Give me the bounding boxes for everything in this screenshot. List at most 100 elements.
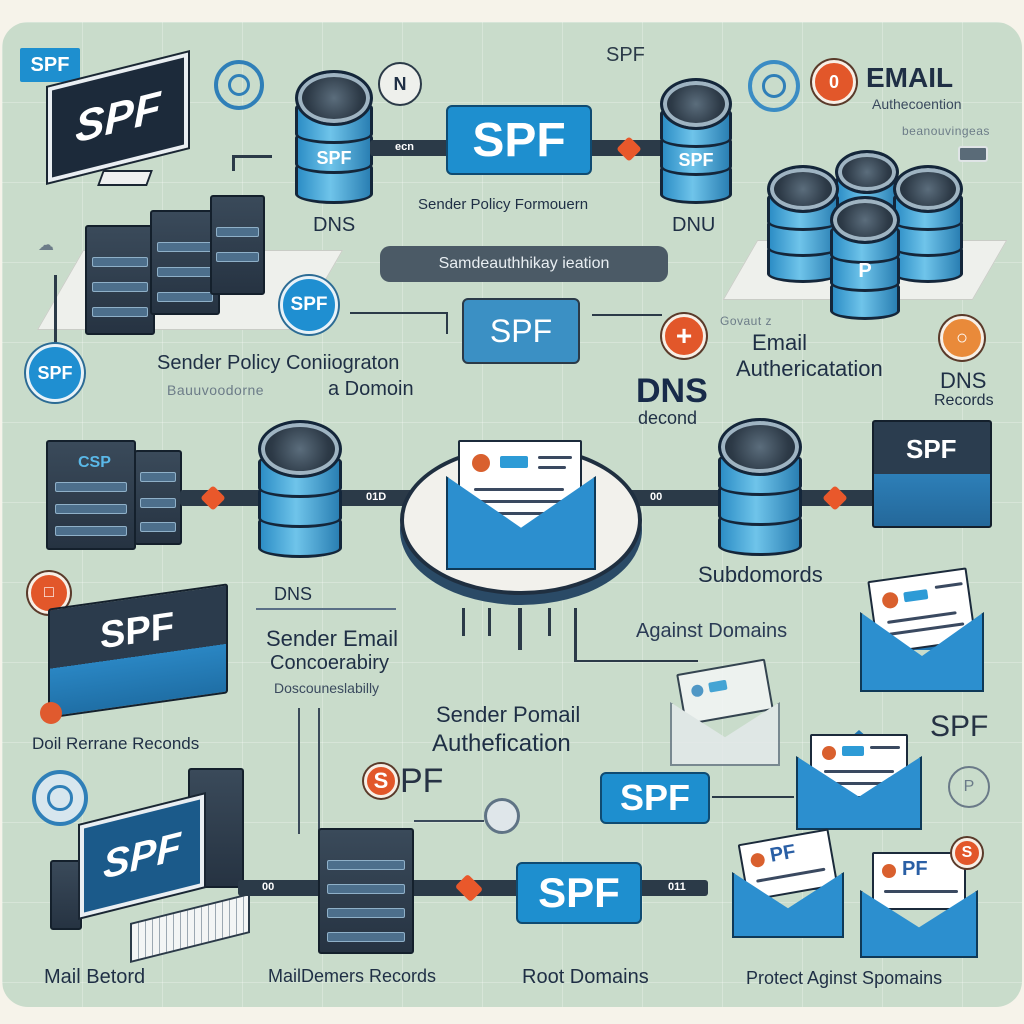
spf-box-right: SPF (872, 420, 992, 528)
cloud-icon: ☁ (38, 237, 55, 254)
sender-pomail-line-1: Sender Pomail (436, 702, 581, 727)
spf-small-label: SPF (606, 44, 645, 66)
spf-badge-mid[interactable]: SPF (600, 772, 710, 824)
arrow-label-right: 00 (650, 491, 663, 503)
server-rack (150, 210, 220, 315)
dns-big-label: DNS (636, 372, 708, 410)
dns-database-mid (258, 420, 342, 560)
email-envelope-right-top (860, 560, 984, 692)
p-icon: P (948, 766, 990, 808)
gear-icon: ○ (940, 316, 984, 360)
sender-email-line-2: Concoerabiry (270, 652, 389, 674)
server-block-left: CSP (46, 440, 136, 550)
config-line-2: a Domoin (328, 378, 414, 400)
dns-label-right: DNU (672, 214, 716, 236)
spf-box-right-label: SPF (906, 434, 957, 464)
connector-line (592, 314, 662, 316)
dns-records-1: DNS (940, 368, 987, 393)
sender-email-line-1: Sender Email (266, 626, 399, 651)
env-spf-text-1: PF (768, 840, 798, 867)
mail-betord-label: Mail Betord (44, 966, 146, 988)
email-envelope-faded (670, 658, 780, 766)
connector-vertical (318, 708, 320, 834)
dns-database-right: SPF (660, 78, 732, 208)
email-auth-faint: Govaut z (720, 314, 773, 328)
connector-tick (488, 608, 491, 636)
email-title: EMAIL (866, 62, 954, 93)
connector-line (54, 275, 57, 345)
connector-tick (518, 608, 522, 650)
dail-records-label: Doil Rerrane Reconds (32, 734, 200, 753)
db-cluster-left (767, 165, 839, 285)
plus-icon[interactable]: + (662, 314, 706, 358)
dns-database-subdomain (718, 418, 802, 558)
card-icon (958, 146, 988, 162)
email-subtitle: Authecoention (872, 96, 962, 112)
connector-tick (548, 608, 551, 636)
server-glow-label: CSP (78, 454, 111, 471)
spf-main-badge[interactable]: SPF (446, 105, 592, 175)
lock-icon (484, 798, 520, 834)
email-auth-line-2: Authericatation (736, 356, 883, 381)
s-orange-icon: S (364, 764, 398, 798)
sender-pomail-line-2: Authefication (432, 730, 571, 757)
against-domains-label: Against Domains (636, 620, 788, 642)
arrow-label: ecn (395, 141, 414, 153)
monitor-stand (97, 170, 153, 186)
target-icon-bottom (32, 770, 88, 826)
config-line-2-faint: Bauuvoodorne (167, 382, 265, 398)
email-auth-line-1: Email (752, 330, 808, 355)
db-cluster-front: P (830, 196, 900, 322)
spf-card[interactable]: SPF (462, 298, 580, 364)
dns-label-left: DNS (313, 214, 356, 236)
server-rack (210, 195, 265, 295)
connector-line (414, 820, 484, 822)
spf-box-left-label: SPF (100, 604, 174, 658)
root-domains-label: Root Domains (522, 966, 649, 988)
computer-tower-side (50, 860, 82, 930)
spf-circle-left[interactable]: SPF (26, 344, 84, 402)
mail-servers-label: MailDemers Records (268, 966, 437, 986)
dns-records-2: Records (934, 392, 994, 409)
connector-line (446, 312, 448, 334)
connector-vertical (298, 708, 300, 834)
spf-orange-suffix: PF (400, 762, 444, 800)
env-spf-text-2: PF (902, 858, 928, 880)
dns-database-left: SPF (295, 70, 373, 210)
arrow-label-mid: 01D (366, 491, 387, 503)
email-caption: beanouvingeas (902, 124, 990, 138)
email-envelope-bottom-2: PF (860, 846, 978, 958)
auth-pill[interactable]: Samdeauthhikay ieation (380, 246, 668, 282)
connector-line (232, 155, 235, 171)
connector-tick (574, 608, 577, 660)
n-icon: N (378, 62, 422, 106)
connector-line (232, 155, 272, 158)
s-badge-icon: S (952, 838, 982, 868)
spf-subtitle: Sender Policy Formouern (418, 196, 589, 213)
connector-tick (462, 608, 465, 636)
shield-icon (748, 60, 800, 112)
mail-server-stack (318, 828, 414, 954)
alert-icon-small (40, 702, 62, 724)
subdomain-label: Subdomords (698, 562, 823, 587)
server-rack (85, 225, 155, 335)
dns-sub-label: decond (638, 408, 698, 428)
connector-line (350, 312, 448, 314)
spf-right-label: SPF (930, 710, 989, 743)
email-envelope-center (446, 400, 596, 570)
spf-corner-badge: SPF (20, 48, 80, 82)
spf-root-badge[interactable]: SPF (516, 862, 642, 924)
alert-icon: 0 (812, 60, 856, 104)
sender-email-line-3: Doscouneslabilly (274, 680, 380, 696)
db-cluster-right (893, 165, 963, 285)
dns-small-label: DNS (274, 584, 313, 604)
target-icon (214, 60, 264, 110)
email-envelope-mid-right (796, 700, 922, 830)
spf-circle-right[interactable]: SPF (280, 276, 338, 334)
arrow-label-bottom-2: 011 (668, 881, 686, 893)
connector-line (712, 796, 794, 798)
connector-line (256, 608, 396, 610)
arrow-label-bottom-1: 00 (262, 881, 275, 893)
email-envelope-bottom-1: PF (732, 826, 844, 938)
connector-line (574, 660, 698, 662)
